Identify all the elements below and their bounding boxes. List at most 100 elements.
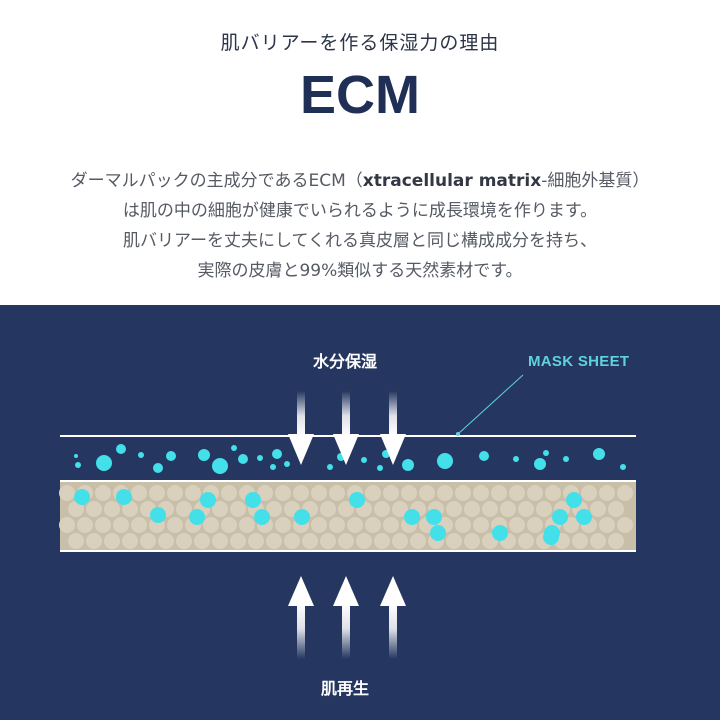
cell-icon	[473, 517, 489, 533]
cell-icon	[284, 533, 300, 549]
cell-icon	[266, 501, 282, 517]
cell-icon	[203, 517, 219, 533]
cell-icon	[347, 517, 363, 533]
cell-icon	[446, 501, 462, 517]
droplet-icon	[543, 529, 559, 545]
arrow-up-icon	[333, 576, 359, 659]
cell-icon	[59, 485, 75, 501]
droplet-icon	[620, 464, 626, 470]
cell-icon	[572, 533, 588, 549]
droplet-icon	[257, 455, 263, 461]
cell-icon	[176, 533, 192, 549]
intro-section: 肌バリアーを作る保湿力の理由 ECM ダーマルパックの主成分であるECM（xtr…	[0, 0, 720, 305]
droplet-icon	[327, 464, 333, 470]
cell-icon	[221, 485, 237, 501]
cell-icon	[590, 501, 606, 517]
droplet-icon	[254, 509, 270, 525]
droplet-icon	[96, 455, 112, 471]
cell-icon	[437, 485, 453, 501]
droplet-icon	[566, 492, 582, 508]
cell-icon	[401, 485, 417, 501]
cell-icon	[374, 533, 390, 549]
subtitle: 肌バリアーを作る保湿力の理由	[220, 32, 500, 54]
droplet-icon	[272, 449, 282, 459]
droplet-icon	[150, 507, 166, 523]
cell-icon	[77, 517, 93, 533]
cell-icon	[302, 533, 318, 549]
cell-icon	[338, 501, 354, 517]
cell-icon	[86, 501, 102, 517]
cell-icon	[194, 533, 210, 549]
cell-icon	[86, 533, 102, 549]
cell-icon	[149, 485, 165, 501]
cell-icon	[608, 501, 624, 517]
cell-icon	[545, 485, 561, 501]
description-line-1-end: -細胞外基質）	[541, 171, 650, 191]
droplet-icon	[284, 461, 290, 467]
cell-icon	[266, 533, 282, 549]
cell-icon	[158, 533, 174, 549]
mask-sheet-label: MASK SHEET	[528, 353, 630, 370]
cell-icon	[527, 517, 543, 533]
cell-icon	[329, 485, 345, 501]
cell-icon	[59, 517, 75, 533]
cell-icon	[482, 501, 498, 517]
cell-icon	[500, 501, 516, 517]
skin-regeneration-label: 肌再生	[320, 679, 369, 698]
cell-icon	[383, 517, 399, 533]
description-line-1-start: ダーマルパックの主成分であるECM（	[70, 171, 363, 191]
droplet-icon	[513, 456, 519, 462]
description-line-3: 肌バリアーを丈夫にしてくれる真皮層と同じ構成成分を持ち、	[123, 231, 597, 251]
arrow-down-icon	[380, 391, 406, 465]
cell-icon	[248, 533, 264, 549]
mask-sheet-pointer-dot	[456, 432, 460, 436]
cell-icon	[320, 501, 336, 517]
droplet-icon	[270, 464, 276, 470]
cell-icon	[410, 533, 426, 549]
cell-icon	[473, 485, 489, 501]
cell-icon	[518, 533, 534, 549]
mask-sheet-pointer	[457, 374, 524, 435]
cell-icon	[212, 533, 228, 549]
cell-icon	[221, 517, 237, 533]
cell-icon	[104, 501, 120, 517]
cell-icon	[581, 485, 597, 501]
description-line-2: は肌の中の細胞が健康でいられるように成長環境を作ります。	[122, 201, 598, 221]
droplet-icon	[543, 450, 549, 456]
cell-icon	[356, 533, 372, 549]
cell-icon	[608, 533, 624, 549]
page-title: ECM	[300, 65, 420, 125]
cell-icon	[95, 485, 111, 501]
cell-icon	[527, 485, 543, 501]
droplet-icon	[245, 492, 261, 508]
droplet-icon	[361, 457, 367, 463]
droplet-icon	[349, 492, 365, 508]
cell-icon	[455, 517, 471, 533]
cell-icon	[311, 517, 327, 533]
description: ダーマルパックの主成分であるECM（xtracellular matrix-細胞…	[0, 166, 720, 286]
cell-icon	[464, 501, 480, 517]
droplet-icon	[75, 462, 81, 468]
cell-icon	[104, 533, 120, 549]
cell-icon	[491, 485, 507, 501]
cell-icon	[374, 501, 390, 517]
droplet-icon	[534, 458, 546, 470]
droplet-icon	[377, 465, 383, 471]
cell-icon	[95, 517, 111, 533]
droplet-icon	[593, 448, 605, 460]
cell-icon	[464, 533, 480, 549]
cell-icon	[230, 533, 246, 549]
cell-icon	[338, 533, 354, 549]
droplet-icon	[430, 525, 446, 541]
arrow-down-icon	[333, 391, 359, 465]
droplet-icon	[153, 463, 163, 473]
droplet-icon	[563, 456, 569, 462]
cell-icon	[599, 485, 615, 501]
droplet-icon	[74, 454, 78, 458]
cell-icon	[230, 501, 246, 517]
droplet-icon	[189, 509, 205, 525]
cell-icon	[113, 517, 129, 533]
cell-icon	[509, 517, 525, 533]
cell-icon	[518, 501, 534, 517]
cell-icon	[212, 501, 228, 517]
